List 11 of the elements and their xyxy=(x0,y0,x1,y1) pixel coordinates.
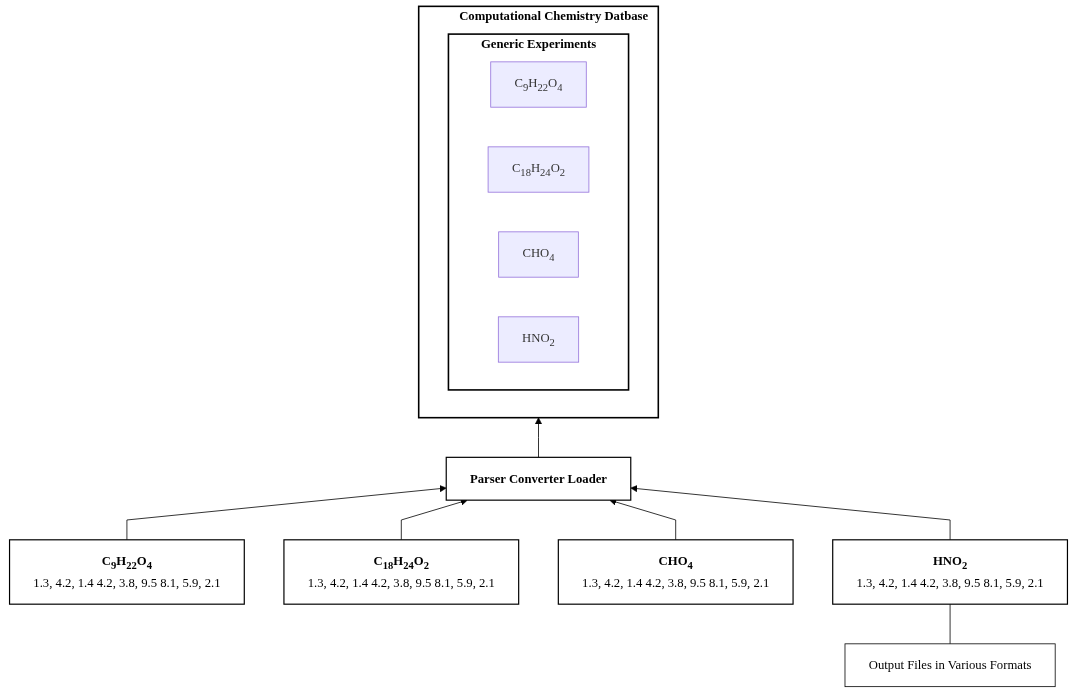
connector xyxy=(949,603,951,645)
node-box: C$_{18}$H$_{24}$O$_{2}$ xyxy=(487,146,590,193)
node-box: HNO$_{2}$ xyxy=(497,316,580,363)
node-box: CHO$_{4}$ 1.3, 4.2, 1.4 4.2, 3.8, 9.5 8.1, 5.9, 2.1 xyxy=(557,539,794,605)
node-box: C$_{9}$H$_{22}$O$_{4}$ xyxy=(490,61,587,108)
node-box: C$_{9}$H$_{22}$O$_{4}$ 1.3, 4.2, 1.4 4.2, 3.8, 9.5 8.1, 5.9, 2.1 xyxy=(8,539,245,605)
node-box: Output Files in Various Formats xyxy=(844,643,1056,688)
node-box: Parser Converter Loader xyxy=(445,456,632,501)
node-box: C$_{18}$H$_{24}$O$_{2}$ 1.3, 4.2, 1.4 4.2, 3.8, 9.5 8.1, 5.9, 2.1 xyxy=(283,539,520,605)
node-box: HNO$_{2}$ 1.3, 4.2, 1.4 4.2, 3.8, 9.5 8.1, 5.9, 2.1 xyxy=(832,539,1069,605)
node-box: CHO$_{4}$ xyxy=(498,231,579,278)
